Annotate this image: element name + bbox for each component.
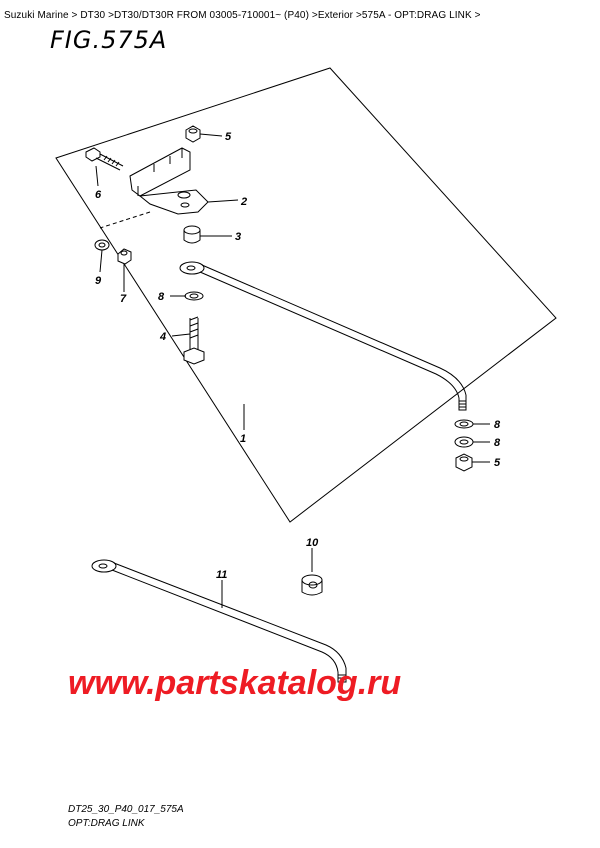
leader-6 — [95, 165, 99, 187]
callout-8-left: 8 — [158, 291, 165, 303]
callout-7: 7 — [120, 293, 127, 305]
frame-dash-line — [99, 211, 151, 229]
part-2-bracket — [129, 147, 209, 215]
part-5-nut-top — [185, 125, 201, 143]
assembly-frame — [55, 67, 557, 523]
callout-10: 10 — [306, 537, 319, 549]
callout-5-top: 5 — [225, 131, 232, 143]
leader-9 — [99, 249, 103, 273]
callout-9: 9 — [95, 275, 102, 287]
callout-8-right-1: 8 — [494, 419, 501, 431]
leader-5-top — [199, 133, 223, 137]
drawing-caption: OPT:DRAG LINK — [68, 818, 145, 829]
callout-5-right: 5 — [494, 457, 501, 469]
callout-6: 6 — [95, 189, 102, 201]
callout-1: 1 — [240, 433, 246, 445]
drawing-code: DT25_30_P40_017_575A — [68, 804, 184, 815]
callout-3: 3 — [235, 231, 241, 243]
part-6-bolt — [85, 147, 124, 171]
part-8-washer-right-2 — [454, 436, 474, 448]
part-8-washer-right-1 — [454, 419, 474, 429]
part-10-bushing — [301, 574, 323, 596]
figure-title: FIG.575A — [50, 26, 168, 54]
part-4-bolt — [183, 316, 205, 365]
callout-4: 4 — [159, 331, 166, 343]
part-9-washer — [94, 239, 110, 251]
part-1-drag-link — [179, 261, 467, 411]
callout-8-right-2: 8 — [494, 437, 501, 449]
leader-4 — [171, 333, 191, 337]
part-8-washer-left — [184, 291, 204, 301]
part-7-nut — [117, 248, 132, 265]
watermark: www.partskatalog.ru — [68, 664, 401, 702]
part-5-nut-right — [455, 453, 473, 472]
leader-2 — [207, 199, 239, 203]
callout-2: 2 — [240, 196, 247, 208]
callout-11: 11 — [216, 569, 227, 581]
part-11-drag-link — [91, 559, 347, 683]
breadcrumb: Suzuki Marine > DT30 >DT30/DT30R FROM 03… — [4, 10, 481, 21]
part-3-bushing — [183, 225, 201, 244]
